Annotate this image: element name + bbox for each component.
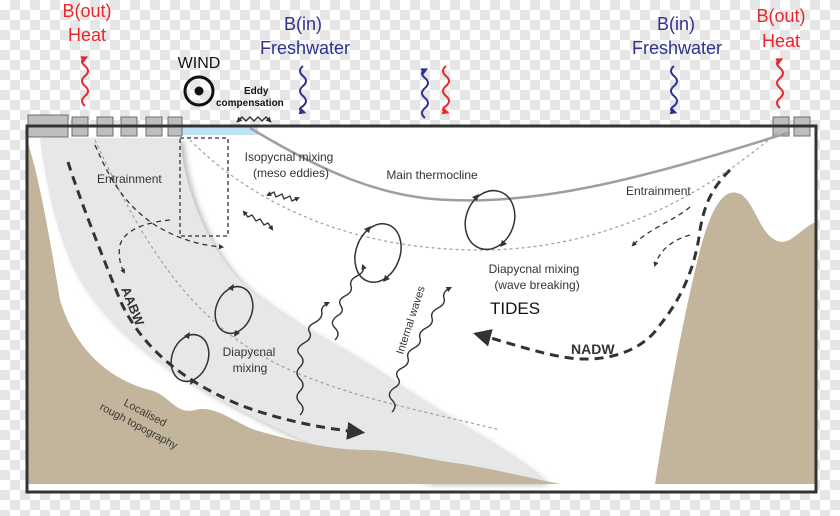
basin-outline <box>25 124 818 494</box>
buoyancy-down-arrow-icon <box>441 65 450 115</box>
eddy-4 <box>464 189 516 251</box>
eddy-3 <box>354 223 402 283</box>
eddy-compensation-label: compensation <box>216 98 284 109</box>
isopycnal-mixing-label: Isopycnal mixing <box>245 150 334 164</box>
seafloor-ridge <box>655 192 816 484</box>
bin-left-label: B(in) <box>284 14 322 34</box>
eddy-compensation-arrow <box>236 116 272 123</box>
buoyancy-up-arrow-icon <box>420 68 429 119</box>
isopycnal-squiggles <box>242 191 300 231</box>
diapycnal-wave-label: Diapycnal mixing <box>489 262 580 276</box>
main-thermocline <box>249 126 791 202</box>
isopycnal-lines <box>94 129 781 431</box>
freshwater-arrow-right-icon <box>669 65 678 115</box>
meso-eddies-label: (meso eddies) <box>253 166 329 180</box>
heat-left-label: Heat <box>68 25 106 45</box>
diapycnal-mixing-label: mixing <box>233 361 268 375</box>
nadw-label: NADW <box>571 341 615 357</box>
heat-right-label: Heat <box>762 31 800 51</box>
entrainment-right-label: Entrainment <box>626 184 691 198</box>
internal-wave-lines <box>296 263 453 416</box>
freshwater-left-label: Freshwater <box>260 38 350 58</box>
bout-right-label: B(out) <box>756 6 805 26</box>
eddy-2 <box>170 333 210 383</box>
entrainment-left-arrows <box>94 144 225 274</box>
bout-left-label: B(out) <box>62 1 111 21</box>
seafloor-left <box>27 140 560 484</box>
bin-right-label: B(in) <box>657 14 695 34</box>
eddy-arrowheads <box>184 194 507 385</box>
freshwater-arrow-left-icon <box>298 65 307 115</box>
aabw-flow-arrow <box>66 161 366 440</box>
diapycnal-label: Diapycnal <box>223 345 276 359</box>
heat-arrow-right-icon <box>775 58 784 109</box>
wave-breaking-label: (wave breaking) <box>494 278 579 292</box>
wind-symbol-icon <box>183 75 215 107</box>
wind-label: WIND <box>178 55 221 72</box>
heat-arrow-left-icon <box>80 56 89 107</box>
eddy-circles <box>170 189 516 383</box>
main-thermocline-label: Main thermocline <box>386 168 478 182</box>
bottom-water-region <box>40 138 545 482</box>
eddy-label: Eddy <box>244 86 269 97</box>
eddy-1 <box>214 285 254 335</box>
entrainment-right-arrows <box>631 206 691 267</box>
entrainment-left-label: Entrainment <box>97 172 162 186</box>
freshwater-right-label: Freshwater <box>632 38 722 58</box>
tides-label: TIDES <box>490 299 540 318</box>
nadw-flow-arrow <box>473 168 732 361</box>
convection-box <box>179 137 229 237</box>
ice-shelf <box>178 126 258 135</box>
